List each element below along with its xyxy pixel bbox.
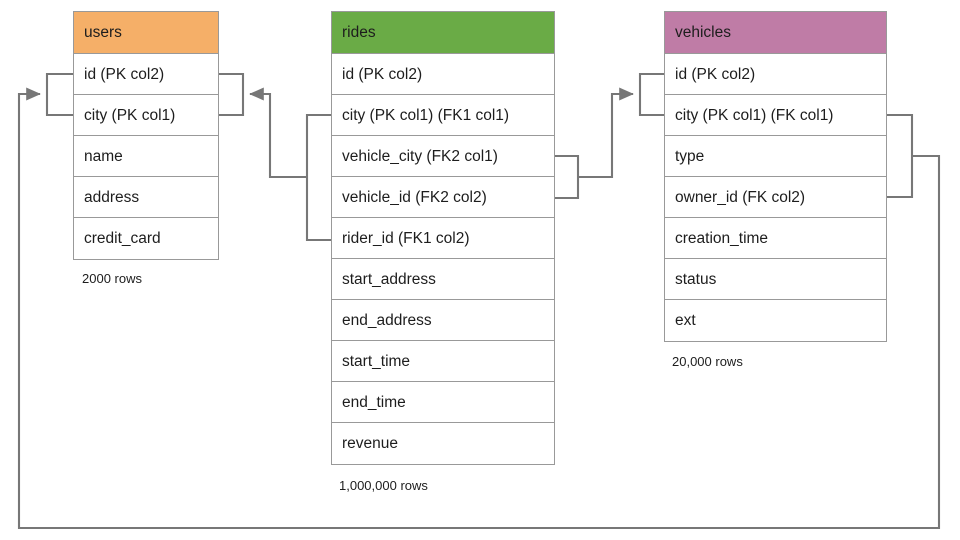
field-vehicles-status[interactable]: status (665, 259, 886, 300)
row-count-rides: 1,000,000 rows (339, 478, 428, 493)
field-vehicles-creation-time[interactable]: creation_time (665, 218, 886, 259)
connector-rides-vehicle-to-vehicles (578, 87, 634, 179)
entity-table-users[interactable]: users id (PK col2) city (PK col1) name a… (73, 11, 219, 260)
entity-table-rides[interactable]: rides id (PK col2) city (PK col1) (FK1 c… (331, 11, 555, 465)
connector-rides-vehicle-bracket (555, 154, 580, 200)
field-rides-id[interactable]: id (PK col2) (332, 54, 554, 95)
connector-rides-rider-bracket (305, 113, 331, 242)
field-users-address[interactable]: address (74, 177, 218, 218)
field-rides-vehicle-city[interactable]: vehicle_city (FK2 col1) (332, 136, 554, 177)
field-rides-rider-id[interactable]: rider_id (FK1 col2) (332, 218, 554, 259)
connector-vehicles-target-left-bracket (638, 72, 664, 117)
connector-vehicles-owner-bracket (886, 113, 914, 199)
field-rides-city[interactable]: city (PK col1) (FK1 col1) (332, 95, 554, 136)
field-rides-vehicle-id[interactable]: vehicle_id (FK2 col2) (332, 177, 554, 218)
field-vehicles-type[interactable]: type (665, 136, 886, 177)
row-count-users: 2000 rows (82, 271, 142, 286)
row-count-vehicles: 20,000 rows (672, 354, 743, 369)
connector-users-target-right-bracket (219, 72, 245, 117)
field-rides-start-address[interactable]: start_address (332, 259, 554, 300)
field-users-city[interactable]: city (PK col1) (74, 95, 218, 136)
entity-header-rides: rides (332, 12, 554, 54)
field-rides-end-address[interactable]: end_address (332, 300, 554, 341)
field-users-name[interactable]: name (74, 136, 218, 177)
field-vehicles-owner-id[interactable]: owner_id (FK col2) (665, 177, 886, 218)
field-rides-revenue[interactable]: revenue (332, 423, 554, 464)
field-users-id[interactable]: id (PK col2) (74, 54, 218, 95)
connector-users-target-left-bracket (45, 72, 73, 117)
field-vehicles-ext[interactable]: ext (665, 300, 886, 341)
field-vehicles-id[interactable]: id (PK col2) (665, 54, 886, 95)
field-rides-end-time[interactable]: end_time (332, 382, 554, 423)
entity-table-vehicles[interactable]: vehicles id (PK col2) city (PK col1) (FK… (664, 11, 887, 342)
field-rides-start-time[interactable]: start_time (332, 341, 554, 382)
field-users-credit-card[interactable]: credit_card (74, 218, 218, 259)
entity-header-vehicles: vehicles (665, 12, 886, 54)
connector-rides-rider-to-users (249, 87, 307, 179)
entity-header-users: users (74, 12, 218, 54)
field-vehicles-city[interactable]: city (PK col1) (FK col1) (665, 95, 886, 136)
